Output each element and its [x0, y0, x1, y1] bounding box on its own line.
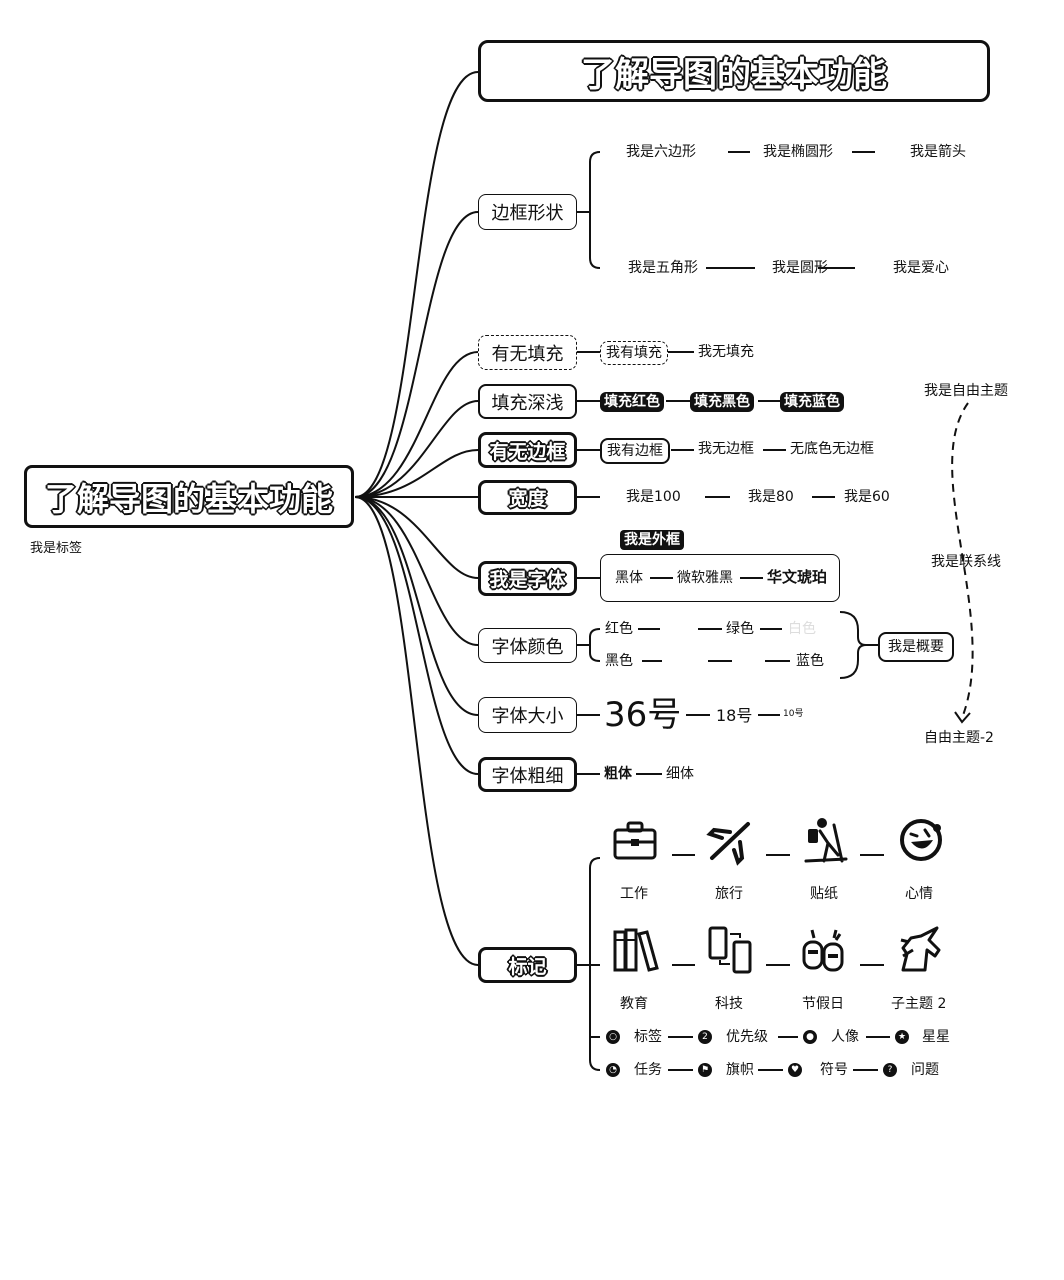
font-yahei-topic[interactable]: 微软雅黑: [677, 570, 733, 586]
size-10-topic[interactable]: 10号: [783, 709, 804, 719]
thin-topic[interactable]: 细体: [666, 766, 694, 782]
has-fill-topic[interactable]: 我有填充: [600, 341, 668, 365]
icon-label-work: 工作: [620, 886, 648, 902]
branch-marks[interactable]: 标记: [478, 947, 577, 983]
branch-font-size[interactable]: 字体大小: [478, 697, 577, 733]
summary-topic[interactable]: 我是概要: [878, 632, 954, 662]
flag-marker-icon: ⚑: [698, 1063, 712, 1077]
branch-width[interactable]: 宽度: [478, 480, 577, 515]
laughing-face-icon: [900, 819, 942, 861]
task-marker-icon: ◔: [606, 1063, 620, 1077]
width-80-topic[interactable]: 我是80: [748, 489, 794, 505]
cans-icon: [802, 929, 844, 972]
fill-blue-topic[interactable]: 填充蓝色: [780, 392, 844, 412]
fill-black-topic[interactable]: 填充黑色: [690, 392, 754, 412]
marker-label-tag: 标签: [634, 1029, 662, 1045]
shape-pentagon[interactable]: 我是五角形: [628, 260, 698, 276]
icon-label-subtopic2: 子主题 2: [891, 996, 947, 1012]
briefcase-icon: [613, 821, 657, 860]
no-fill-topic[interactable]: 我无填充: [698, 344, 754, 360]
icon-label-holiday: 节假日: [802, 996, 844, 1012]
branch-font[interactable]: 我是字体: [478, 561, 577, 596]
icon-label-travel: 旅行: [715, 886, 743, 902]
size-36-topic[interactable]: 36号: [604, 695, 682, 735]
symbol-marker-icon: ♥: [788, 1063, 802, 1077]
relationship-label[interactable]: 我是联系线: [931, 554, 1001, 570]
color-green-topic[interactable]: 绿色: [726, 621, 754, 637]
branch-fill[interactable]: 有无填充: [478, 335, 577, 370]
branch-font-weight[interactable]: 字体粗细: [478, 757, 577, 792]
marker-label-task: 任务: [634, 1062, 662, 1078]
color-black-topic[interactable]: 黑色: [605, 653, 633, 669]
icon-label-education: 教育: [620, 996, 648, 1012]
hiker-icon: [804, 818, 848, 863]
free-topic-1[interactable]: 我是自由主题: [924, 383, 1008, 399]
no-border-topic[interactable]: 我无边框: [698, 441, 754, 457]
shape-ellipse[interactable]: 我是椭圆形: [763, 144, 833, 160]
has-border-topic[interactable]: 我有边框: [600, 438, 670, 464]
phones-icon: [708, 926, 752, 974]
marker-label-star: 星星: [922, 1029, 950, 1045]
airplane-icon: [706, 822, 750, 866]
root-label: 我是标签: [30, 541, 83, 556]
width-100-topic[interactable]: 我是100: [626, 489, 681, 505]
shape-hexagon[interactable]: 我是六边形: [626, 144, 696, 160]
person-marker-icon: ●: [803, 1030, 817, 1044]
icon-label-sticker: 贴纸: [810, 886, 838, 902]
books-icon: [613, 928, 659, 972]
font-heiti-topic[interactable]: 黑体: [615, 570, 643, 586]
top-title-topic[interactable]: 了解导图的基本功能: [478, 40, 990, 102]
marker-label-flag: 旗帜: [726, 1062, 754, 1078]
free-topic-2[interactable]: 自由主题-2: [924, 730, 994, 746]
branch-font-color[interactable]: 字体颜色: [478, 628, 577, 663]
question-marker-icon: ?: [883, 1063, 897, 1077]
unicorn-icon: [900, 926, 941, 972]
branch-fill-depth[interactable]: 填充深浅: [478, 384, 577, 419]
shape-heart[interactable]: 我是爱心: [893, 260, 949, 276]
branch-border-shape[interactable]: 边框形状: [478, 194, 577, 230]
shape-arrow[interactable]: 我是箭头: [910, 144, 966, 160]
color-white-topic[interactable]: 白色: [788, 621, 816, 637]
shape-circle[interactable]: 我是圆形: [772, 260, 828, 276]
no-bg-no-border-topic[interactable]: 无底色无边框: [790, 441, 874, 457]
bold-topic[interactable]: 粗体: [604, 766, 632, 782]
priority-marker-icon: 2: [698, 1030, 712, 1044]
outer-box-label: 我是外框: [620, 530, 684, 550]
marker-label-symbol: 符号: [820, 1062, 848, 1078]
root-topic[interactable]: 了解导图的基本功能: [24, 465, 354, 528]
tag-marker-icon: ○: [606, 1030, 620, 1044]
font-hupo-topic[interactable]: 华文琥珀: [767, 568, 828, 586]
outer-box-frame: [600, 554, 840, 602]
width-60-topic[interactable]: 我是60: [844, 489, 890, 505]
star-marker-icon: ★: [895, 1030, 909, 1044]
marker-label-question: 问题: [911, 1062, 939, 1078]
marker-label-person: 人像: [831, 1029, 859, 1045]
color-red-topic[interactable]: 红色: [605, 621, 633, 637]
marker-label-priority: 优先级: [726, 1029, 768, 1045]
branch-border[interactable]: 有无边框: [478, 432, 577, 468]
size-18-topic[interactable]: 18号: [716, 706, 753, 725]
icon-label-tech: 科技: [715, 996, 743, 1012]
fill-red-topic[interactable]: 填充红色: [600, 392, 664, 412]
icon-label-mood: 心情: [905, 886, 933, 902]
color-blue-topic[interactable]: 蓝色: [796, 653, 824, 669]
